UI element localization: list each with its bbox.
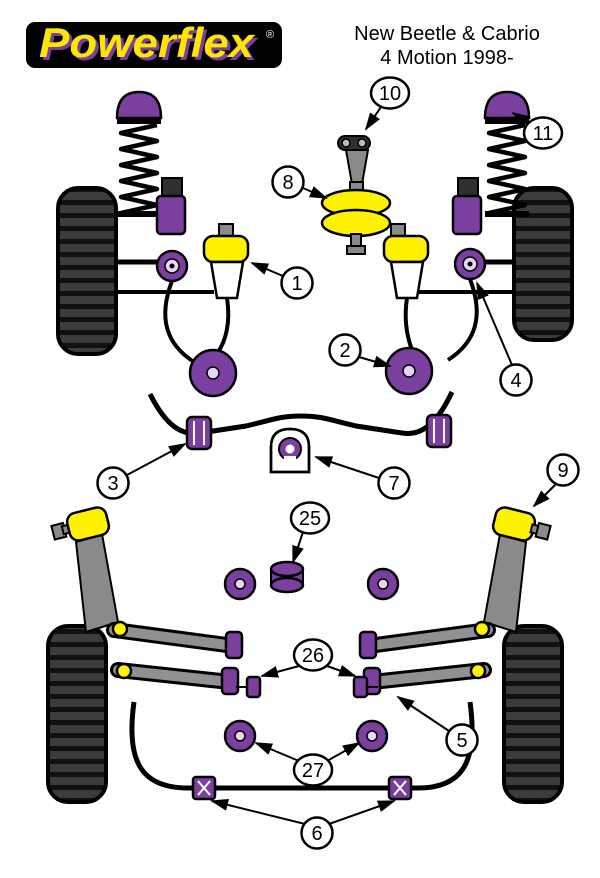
- front-left-spring: [117, 118, 161, 217]
- svg-text:10: 10: [379, 83, 401, 105]
- rear-right-upper-arm: [358, 620, 496, 660]
- callout-2: 2: [328, 333, 392, 368]
- svg-text:25: 25: [299, 508, 321, 530]
- front-arb-bush-left: [185, 415, 213, 451]
- rear-right-trailing-arm: [482, 532, 528, 634]
- powerflex-logo: Powerflex Powerflex ®: [26, 19, 282, 69]
- svg-text:2: 2: [339, 340, 350, 362]
- engine-mount-upper-bush: [320, 188, 392, 255]
- svg-text:1: 1: [291, 273, 302, 295]
- front-left-arm-rear-bush: [188, 348, 238, 398]
- front-left-tire: [56, 186, 118, 356]
- callout-11: 11: [511, 111, 564, 150]
- svg-text:9: 9: [557, 460, 568, 482]
- front-left-pivot-bush: [155, 249, 189, 283]
- callout-8: 8: [271, 165, 328, 199]
- rear-arb-bush-right: [387, 775, 413, 801]
- svg-text:5: 5: [456, 730, 467, 752]
- rear-left-trailing-arm-bush: [50, 506, 111, 542]
- front-right-bump-stop: [451, 177, 483, 236]
- svg-text:27: 27: [302, 760, 324, 782]
- rear-left-tire: [46, 624, 108, 804]
- callout-7: 7: [314, 456, 411, 500]
- rear-right-trailing-arm-bush: [491, 506, 552, 542]
- rear-left-trailing-arm: [74, 532, 120, 634]
- rear-right-tire: [502, 624, 564, 804]
- svg-text:4: 4: [510, 370, 521, 392]
- front-right-arm-front-bush: [382, 223, 430, 300]
- rear-inner-arm-bush-right: [352, 675, 378, 699]
- callout-26: 26: [260, 638, 357, 678]
- rear-right-lower-arm: [362, 662, 492, 696]
- front-anti-roll-bar: [147, 390, 455, 436]
- rear-left-lower-arm: [110, 662, 240, 696]
- rear-lower-donut-bush-left: [223, 719, 257, 753]
- front-arb-center-clamp: [269, 427, 311, 474]
- callout-10: 10: [364, 76, 411, 131]
- svg-text:7: 7: [388, 473, 399, 495]
- rear-arb-bush-left: [191, 775, 217, 801]
- front-suspension: [56, 90, 574, 474]
- front-right-top-mount: [483, 90, 531, 120]
- rear-left-upper-arm: [106, 620, 244, 660]
- front-arb-bush-right: [425, 413, 453, 449]
- front-right-pivot-bush: [453, 247, 487, 281]
- svg-text:26: 26: [302, 645, 324, 667]
- callout-1: 1: [250, 262, 314, 300]
- callout-27: 27: [254, 742, 361, 787]
- front-right-spring: [485, 118, 529, 217]
- callout-5: 5: [396, 695, 479, 757]
- svg-text:8: 8: [282, 172, 293, 194]
- front-right-arm-rear-bush: [384, 346, 434, 396]
- front-left-arm-front-bush: [202, 223, 250, 300]
- svg-text:6: 6: [311, 823, 322, 845]
- rear-upper-donut-bush-left: [223, 567, 257, 601]
- svg-text:3: 3: [107, 473, 118, 495]
- svg-text:11: 11: [533, 123, 554, 145]
- registered-trademark-icon: ®: [266, 29, 274, 41]
- front-left-bump-stop: [155, 177, 187, 236]
- callout-25: 25: [289, 501, 331, 564]
- logo-text: Powerflex: [39, 19, 256, 66]
- callouts: 1 2 3 4 5 6: [96, 76, 580, 850]
- front-left-control-arm: [163, 280, 231, 364]
- logo-text-shadow: Powerflex: [42, 22, 259, 69]
- callout-4: 4: [476, 281, 533, 397]
- rear-center-spacer-bush: [269, 560, 305, 594]
- title-line-1: New Beetle & Cabrio: [354, 23, 540, 45]
- front-right-tire: [512, 186, 574, 342]
- callout-9: 9: [532, 453, 580, 508]
- logo-background: [26, 22, 282, 68]
- callout-3: 3: [96, 443, 187, 500]
- title-line-2: 4 Motion 1998-: [380, 47, 513, 69]
- front-left-knuckle-links: [116, 259, 214, 294]
- page-title: New Beetle & Cabrio 4 Motion 1998-: [354, 23, 540, 69]
- engine-mount-dogbone: [337, 135, 371, 192]
- rear-lower-donut-bush-right: [355, 719, 389, 753]
- front-left-top-mount: [115, 90, 163, 120]
- rear-inner-arm-bush-left: [236, 675, 262, 699]
- rear-upper-donut-bush-right: [366, 567, 400, 601]
- callout-6: 6: [210, 799, 396, 850]
